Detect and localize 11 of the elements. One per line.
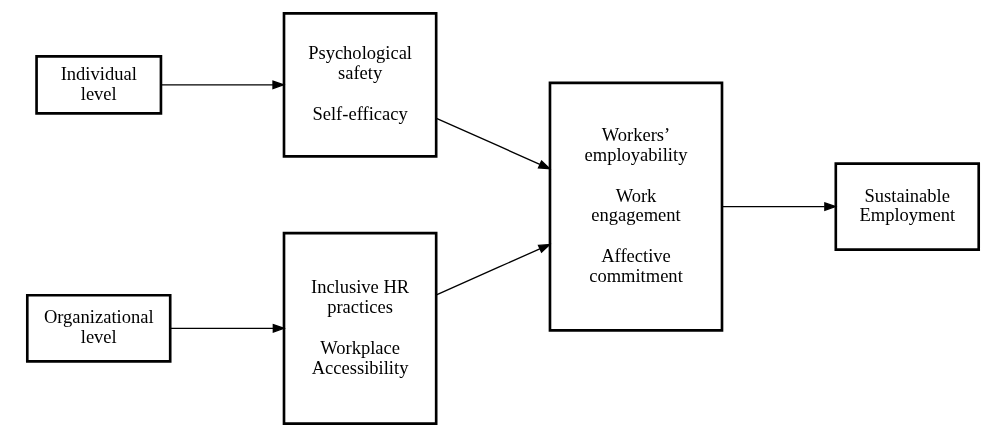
- arrow: [160, 80, 286, 90]
- arrow: [169, 323, 286, 333]
- node-box: Workers’ employability Work engagement Affective commitment: [548, 81, 724, 332]
- node-box: Sustainable Employment: [834, 162, 981, 251]
- node-box: Psychological safety Self-efficacy: [282, 12, 438, 158]
- node-box: Individual level: [35, 55, 163, 115]
- arrow: [435, 243, 552, 296]
- arrow: [435, 117, 552, 170]
- arrow: [721, 201, 838, 212]
- node-box: Organizational level: [25, 293, 172, 363]
- node-box: Inclusive HR practices Workplace Accessibility: [282, 231, 438, 425]
